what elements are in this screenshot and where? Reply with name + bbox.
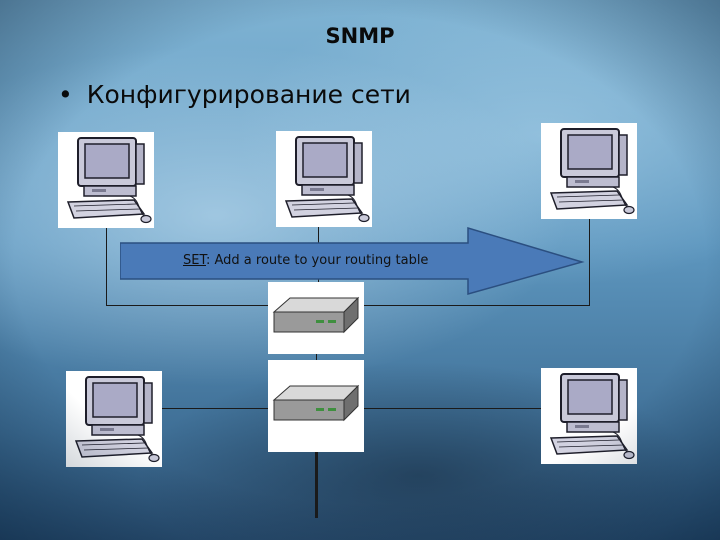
- slide-title: SNMP: [325, 24, 395, 48]
- computer-bottom-right[interactable]: [541, 368, 637, 464]
- computer-top-right[interactable]: [541, 123, 637, 219]
- computer-top-left[interactable]: [58, 132, 154, 228]
- bullet-text: Конфигурирование сети: [86, 80, 411, 109]
- set-arrow-label: SET: Add a route to your routing table: [183, 253, 428, 268]
- computer-icon: [74, 376, 160, 463]
- link-bottom-right: [364, 408, 542, 409]
- router-lower[interactable]: [268, 360, 364, 452]
- link-right-vertical: [589, 218, 590, 306]
- set-keyword: SET: [183, 253, 206, 268]
- computer-icon: [66, 137, 152, 224]
- set-description: : Add a route to your routing table: [205, 253, 429, 268]
- router-icon: [272, 384, 360, 422]
- computer-icon: [549, 373, 635, 460]
- computer-icon: [549, 128, 635, 215]
- link-left-vertical: [106, 228, 107, 306]
- link-left-horizontal: [106, 305, 268, 306]
- computer-top-center[interactable]: [276, 131, 372, 227]
- bullet-dot: •: [58, 80, 73, 109]
- computer-icon: [284, 136, 370, 223]
- bullet-item: • Конфигурирование сети: [58, 80, 411, 109]
- computer-bottom-left[interactable]: [66, 371, 162, 467]
- link-right-horizontal: [364, 305, 590, 306]
- link-bottom-left: [160, 408, 270, 409]
